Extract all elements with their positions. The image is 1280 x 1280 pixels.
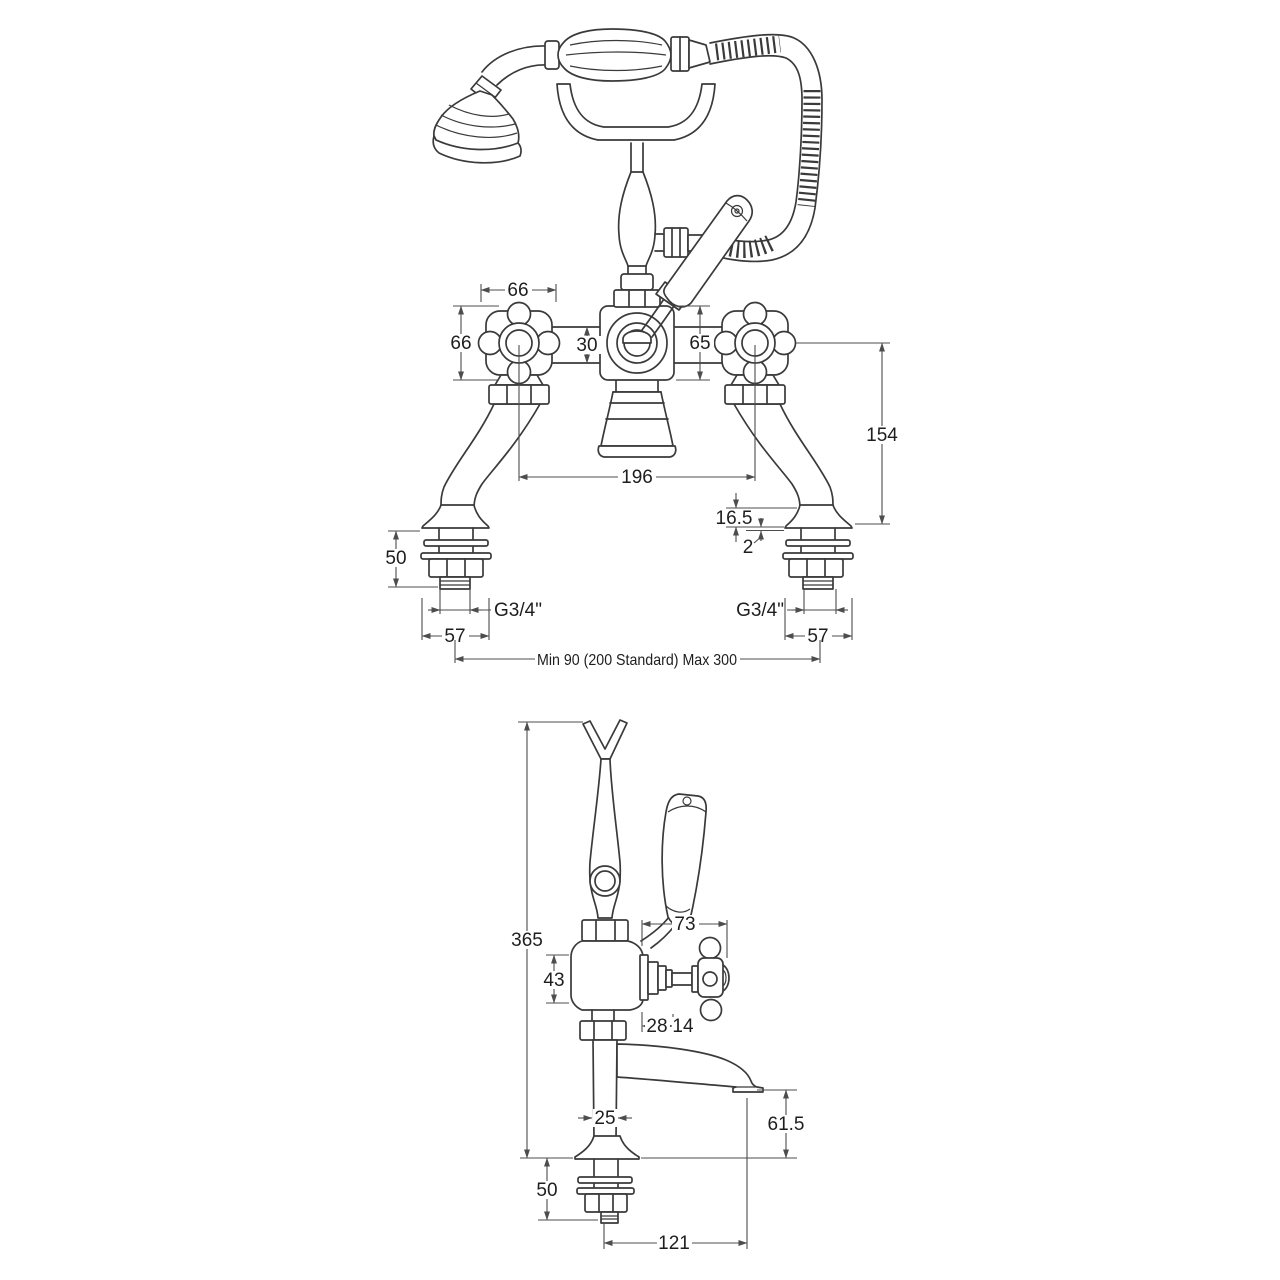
front-dimensions: 66 66 30 65 — [383, 280, 901, 669]
dim-lever-reach: 73 — [672, 914, 699, 935]
side-spout — [616, 1043, 764, 1093]
handset-cradle — [556, 83, 716, 141]
dim-thread-right: G3/4" — [736, 600, 784, 621]
svg-text:196: 196 — [621, 467, 653, 488]
svg-text:14: 14 — [672, 1016, 694, 1037]
svg-text:30: 30 — [576, 335, 597, 356]
svg-text:28: 28 — [646, 1016, 667, 1037]
front-spout — [597, 362, 677, 458]
front-valve-right — [713, 301, 797, 405]
front-handset — [432, 28, 711, 164]
dim-valve-body-height: 43 — [541, 970, 568, 991]
side-dimensions: 365 43 73 28 — [508, 721, 808, 1254]
svg-text:16.5: 16.5 — [716, 508, 753, 529]
svg-text:2: 2 — [743, 537, 754, 558]
front-leg-left — [420, 403, 541, 590]
dim-mounting-range: Min 90 (200 Standard) Max 300 — [535, 651, 740, 669]
dim-spout-reach: 121 — [657, 1233, 692, 1254]
svg-text:121: 121 — [658, 1233, 690, 1254]
dim-cross-head-height: 66 — [448, 333, 475, 354]
svg-text:43: 43 — [543, 970, 564, 991]
dim-body-to-base-height: 154 — [863, 425, 901, 446]
dim-column-width: 25 — [593, 1108, 618, 1129]
svg-text:365: 365 — [511, 930, 543, 951]
handset-head-rim — [432, 135, 522, 164]
dim-base-step: 16.5 — [712, 508, 757, 529]
side-cross-handle — [639, 936, 730, 1022]
svg-text:154: 154 — [866, 425, 898, 446]
dim-spindle-offset: 28 — [645, 1016, 670, 1037]
cross-handle-right — [713, 301, 797, 385]
dim-body-thickness: 30 — [574, 335, 601, 356]
front-shower-hose — [699, 33, 823, 263]
svg-text:50: 50 — [536, 1180, 557, 1201]
dim-base-width-left: 57 — [442, 626, 469, 647]
dim-base-gap: 2 — [743, 537, 754, 558]
front-diverter-lever — [622, 194, 753, 344]
front-riser — [556, 83, 716, 308]
handset-grip — [557, 28, 672, 82]
dim-spout-clearance: 61.5 — [764, 1114, 808, 1135]
svg-text:57: 57 — [807, 626, 828, 647]
cross-handle-left — [477, 301, 561, 385]
handset-head-bell — [432, 90, 520, 151]
svg-text:73: 73 — [674, 914, 695, 935]
dim-shank-length-front: 50 — [383, 548, 410, 569]
dim-center-body-height: 65 — [687, 333, 714, 354]
svg-text:66: 66 — [507, 280, 528, 301]
svg-text:Min 90 (200 Standard) Max 300: Min 90 (200 Standard) Max 300 — [537, 652, 737, 669]
side-cradle-arm — [582, 719, 628, 919]
front-leg-right — [733, 403, 854, 590]
side-body — [570, 919, 644, 1041]
dim-tap-centres: 196 — [618, 467, 656, 488]
dim-overall-height: 365 — [508, 930, 546, 951]
dim-base-width-right: 57 — [805, 626, 832, 647]
side-view: 365 43 73 28 — [508, 719, 808, 1254]
svg-text:66: 66 — [450, 333, 471, 354]
dim-cross-head-width: 66 — [505, 280, 532, 301]
dim-shank-length-side: 50 — [534, 1180, 561, 1201]
front-view: 66 66 30 65 — [383, 28, 901, 669]
side-shank — [574, 1135, 640, 1224]
svg-text:65: 65 — [689, 333, 710, 354]
dim-thread-left: G3/4" — [494, 600, 542, 621]
svg-text:25: 25 — [594, 1108, 615, 1129]
dim-handle-hub-width: 14 — [672, 1016, 695, 1037]
svg-text:50: 50 — [385, 548, 406, 569]
svg-text:57: 57 — [444, 626, 465, 647]
svg-text:61.5: 61.5 — [768, 1114, 805, 1135]
